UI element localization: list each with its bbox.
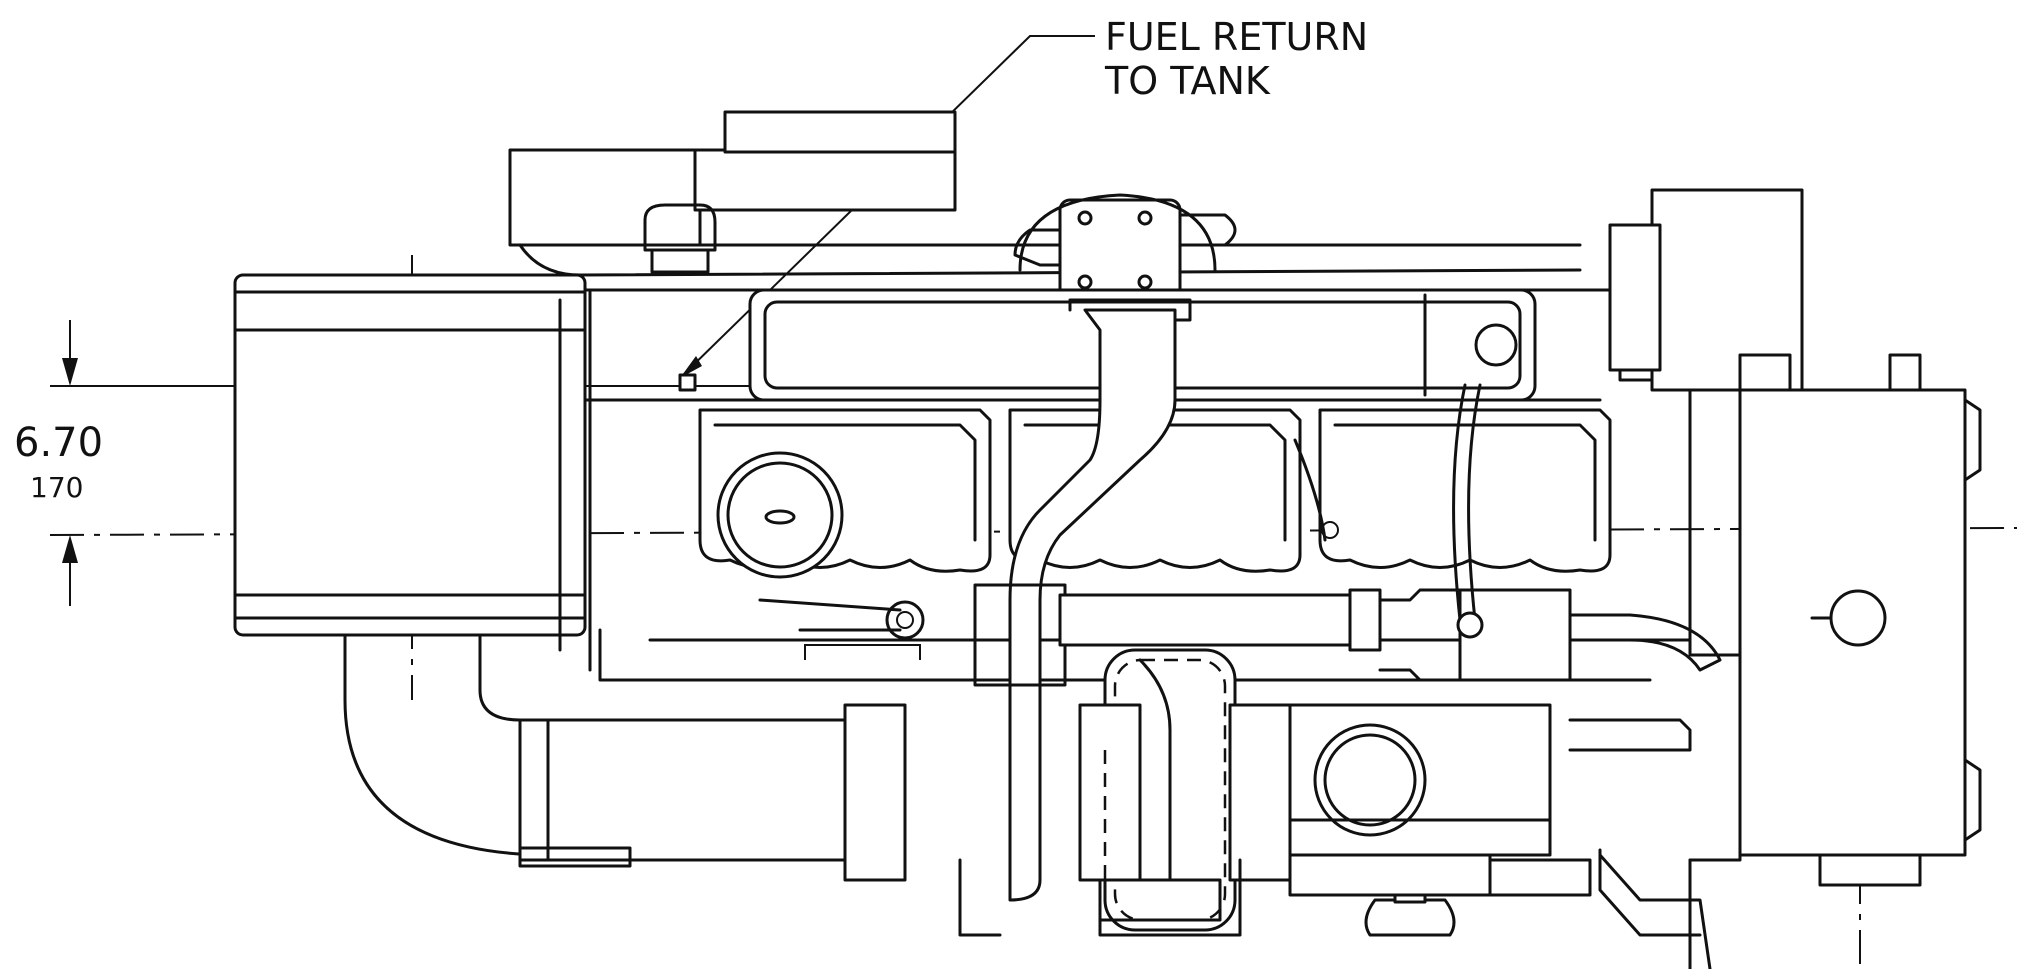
brackets [678, 373, 1339, 660]
dimension-value-inches: 6.70 [14, 420, 103, 466]
dipstick [1452, 323, 1518, 639]
turbocharger [1078, 648, 1292, 932]
fuel-return-label-line2: TO TANK [1104, 59, 1271, 103]
intake-elbow [343, 633, 907, 882]
oil-filler-cap [716, 451, 844, 579]
exhaust-pipe [973, 298, 1192, 902]
fuel-return-label-line1: FUEL RETURN [1105, 15, 1368, 59]
starter-motor [1288, 703, 1552, 857]
fuel-return-leader-line [679, 35, 1095, 379]
flywheel-housing [1598, 188, 1982, 969]
air-cleaner [233, 273, 587, 637]
lower-frame [958, 853, 1592, 937]
fuel-rail [1058, 588, 1722, 752]
dimension-value-mm: 170 [30, 471, 83, 504]
leader-arrowhead [680, 356, 702, 378]
top-accessory-boxes [508, 110, 1582, 277]
top-pump-block [1013, 193, 1237, 302]
